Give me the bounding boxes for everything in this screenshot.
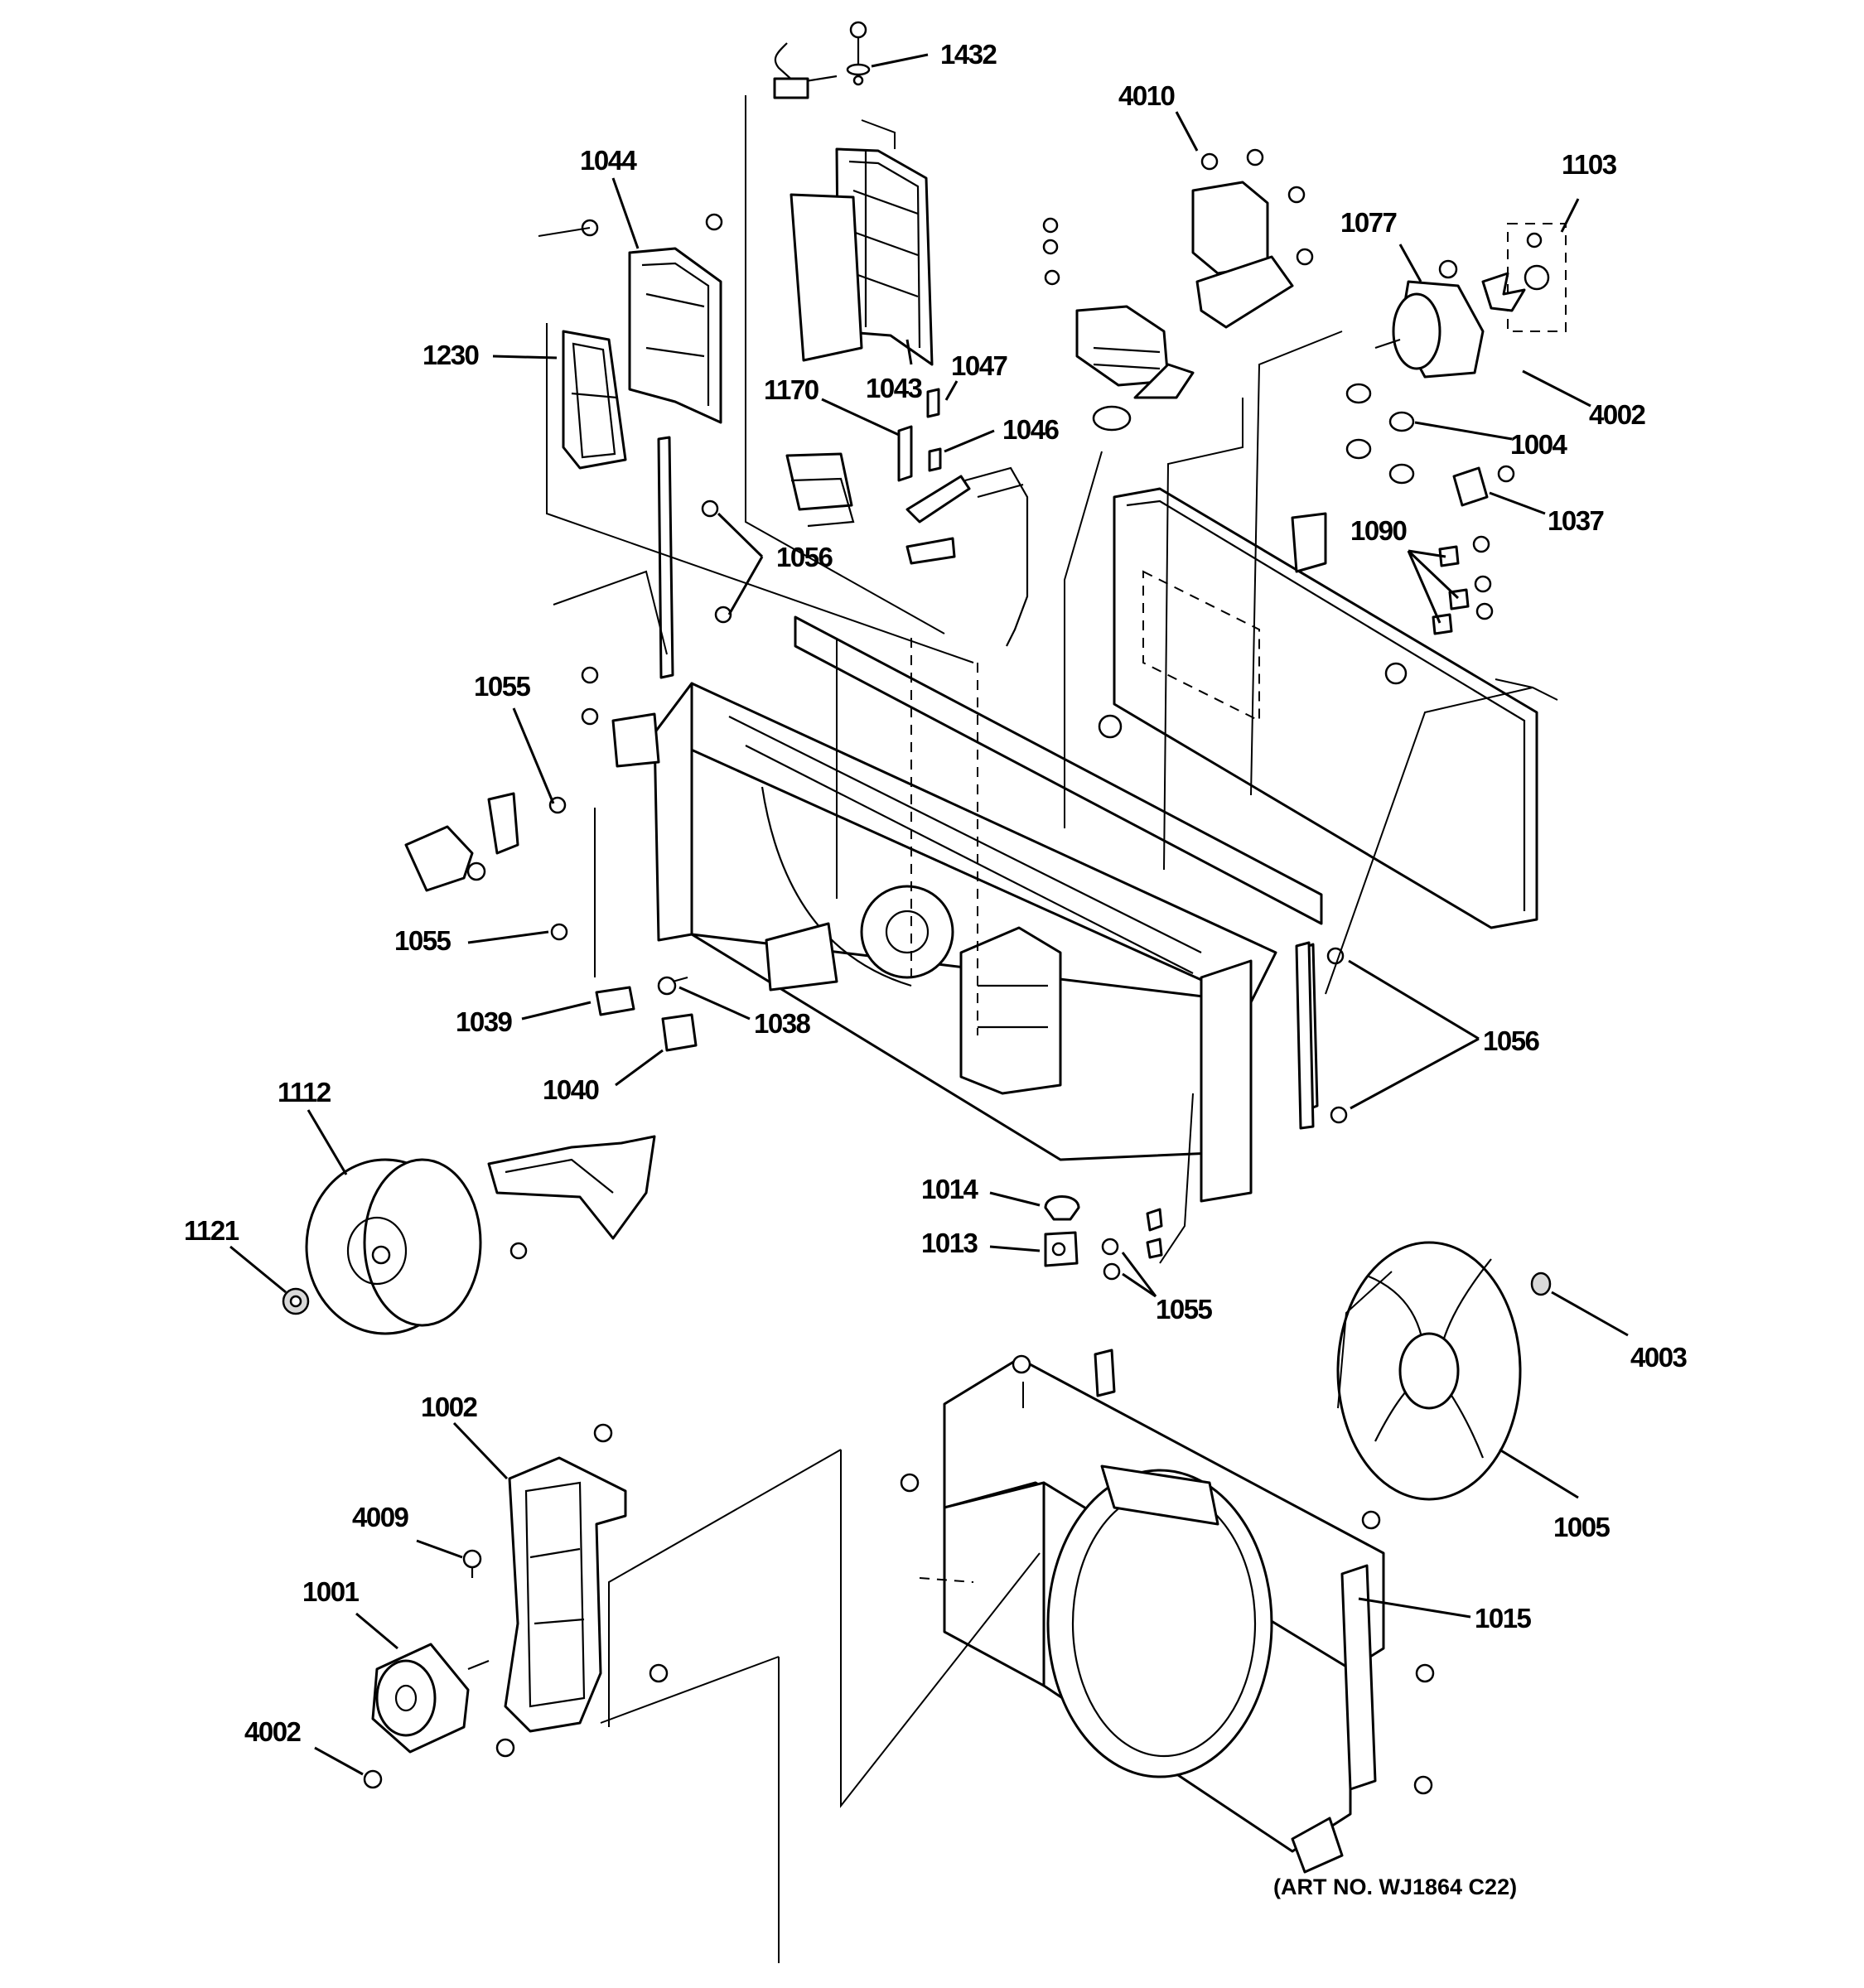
- callout-1001: 1001: [302, 1576, 360, 1607]
- callout-labels: 1432 4010 1044 1103 1077 1230 1043 1170 …: [184, 39, 1688, 1747]
- art-number: (ART NO. WJ1864 C22): [1273, 1875, 1517, 1899]
- callout-1037: 1037: [1548, 505, 1604, 536]
- callout-1103: 1103: [1562, 149, 1617, 180]
- callout-1013: 1013: [921, 1228, 978, 1258]
- callout-1055-lower: 1055: [1156, 1294, 1213, 1325]
- callout-1055-upper: 1055: [474, 671, 531, 702]
- callout-4009: 4009: [352, 1502, 409, 1532]
- part-4010-control-cover: [1191, 148, 1314, 329]
- part-4002-screw-lower: [363, 1769, 383, 1789]
- callout-1112: 1112: [278, 1077, 331, 1107]
- part-control-module: [1042, 217, 1195, 432]
- part-1044-bracket: [538, 213, 723, 424]
- part-4003-nut: [1530, 1271, 1552, 1296]
- callout-1170: 1170: [764, 374, 819, 405]
- callout-4010: 4010: [1118, 80, 1175, 111]
- part-1014-clip: [1044, 1195, 1080, 1221]
- part-1013-bushing: [1044, 1231, 1079, 1267]
- callout-1004: 1004: [1510, 429, 1568, 460]
- part-1077-motor: [1374, 259, 1485, 379]
- callout-4002-lower: 4002: [244, 1716, 302, 1747]
- part-1004-grommets: [1345, 383, 1415, 485]
- part-foam-pad: [785, 452, 855, 528]
- callout-1432: 1432: [940, 39, 997, 70]
- callout-1015: 1015: [1475, 1603, 1532, 1633]
- callout-1090: 1090: [1350, 515, 1407, 546]
- callout-1077: 1077: [1340, 207, 1397, 238]
- part-1112-blower-wheel: [305, 1158, 482, 1335]
- part-1170-1047-small-parts: [897, 388, 942, 482]
- part-4009-screw: [462, 1549, 482, 1578]
- part-1015-shroud: [900, 1349, 1435, 1874]
- part-1043-filter: [790, 147, 934, 366]
- part-1230-gasket: [562, 330, 627, 470]
- callout-1056-lower: 1056: [1483, 1025, 1540, 1056]
- part-1005-condenser-fan: [1336, 1241, 1522, 1501]
- callout-4003: 4003: [1630, 1342, 1688, 1373]
- part-1055-screws-lower: [1101, 1208, 1163, 1281]
- callout-1055-middle: 1055: [394, 925, 452, 956]
- alignment-lines: [546, 95, 1558, 1963]
- callout-1040: 1040: [543, 1074, 599, 1105]
- callout-1039: 1039: [456, 1006, 513, 1037]
- part-1090-clips: [1432, 535, 1494, 635]
- callout-4002-upper: 4002: [1589, 399, 1646, 430]
- callout-1038: 1038: [754, 1008, 811, 1039]
- part-1432-wire-clip: [773, 21, 871, 99]
- part-1002-motor-bracket: [495, 1423, 669, 1758]
- callout-1044: 1044: [580, 145, 638, 176]
- part-main-chassis: [653, 436, 1323, 1203]
- callout-1230: 1230: [423, 340, 479, 370]
- callout-1121: 1121: [184, 1215, 239, 1246]
- callout-1047: 1047: [951, 350, 1007, 381]
- callout-1014: 1014: [921, 1174, 979, 1204]
- callout-1046: 1046: [1002, 414, 1060, 445]
- part-side-rail: [701, 499, 1348, 1130]
- callout-1043: 1043: [866, 373, 923, 403]
- part-1121-nut: [282, 1287, 310, 1315]
- part-1046-tube: [905, 466, 1029, 647]
- part-duct: [487, 1135, 656, 1260]
- part-switches: [595, 976, 698, 1052]
- callout-1002: 1002: [421, 1392, 478, 1422]
- part-rear-panel: [1098, 487, 1538, 929]
- part-1037-bracket: [1452, 465, 1515, 507]
- callout-1056-upper: 1056: [776, 542, 833, 572]
- callout-1005: 1005: [1553, 1512, 1610, 1542]
- part-drain-pan-bracket: [404, 666, 660, 941]
- part-1001-fan-motor: [371, 1643, 490, 1754]
- part-1103-fan-assembly: [1481, 223, 1567, 332]
- leader-lines: [229, 53, 1629, 1776]
